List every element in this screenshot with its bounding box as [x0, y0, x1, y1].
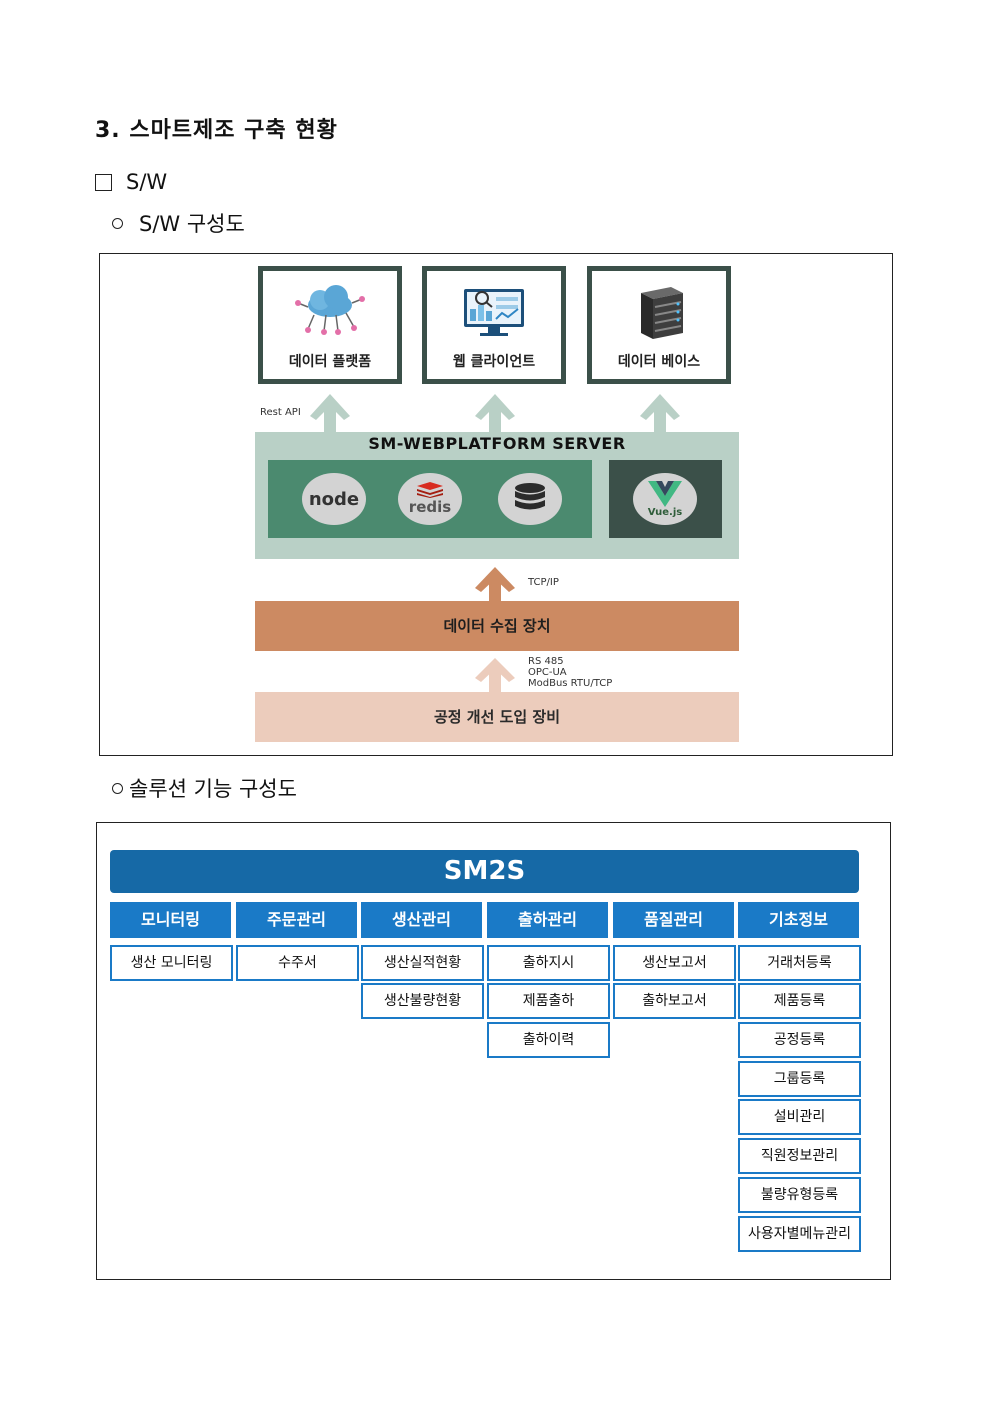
menu-item: 생산보고서: [613, 945, 736, 981]
server-rack-icon: [631, 285, 687, 345]
category-order: 주문관리: [236, 902, 357, 938]
page-heading: 3. 스마트제조 구축 현황: [95, 118, 338, 143]
menu-item: 생산불량현황: [361, 983, 484, 1019]
menu-item: 설비관리: [738, 1099, 861, 1135]
vuejs-logo: Vue.js: [633, 473, 697, 525]
sub-heading-solution-diagram: 솔루션 기능 구성도: [112, 773, 297, 803]
circle-bullet-icon: [112, 217, 123, 229]
checkbox-square-icon: [95, 173, 112, 191]
protocol-item: ModBus RTU/TCP: [528, 678, 613, 689]
menu-item: 직원정보관리: [738, 1138, 861, 1174]
category-production: 생산관리: [361, 902, 482, 938]
menu-item: 생산실적현황: [361, 945, 484, 981]
arrows-layer: [310, 394, 680, 694]
category-basic-info: 기초정보: [738, 902, 859, 938]
vue-v-icon: [648, 480, 682, 507]
category-quality: 품질관리: [613, 902, 734, 938]
menu-item: 공정등록: [738, 1022, 861, 1058]
menu-item: 제품등록: [738, 983, 861, 1019]
server-frontend-panel: Vue.js: [609, 460, 722, 538]
architecture-diagram: 데이터 플랫폼 웹 클라이언트: [99, 253, 893, 756]
menu-item: 제품출하: [487, 983, 610, 1019]
arrow-up-icon: [475, 658, 515, 694]
nodejs-logo: node: [302, 473, 366, 525]
server-title: SM-WEBPLATFORM SERVER: [368, 434, 626, 453]
menu-item: 수주서: [236, 945, 359, 981]
rest-api-label: Rest API: [260, 407, 301, 418]
category-shipping: 출하관리: [487, 902, 608, 938]
data-collector-bar: 데이터 수집 장치: [255, 601, 739, 651]
protocol-list: RS 485 OPC-UA ModBus RTU/TCP: [528, 656, 612, 689]
box-data-platform: 데이터 플랫폼: [258, 266, 402, 384]
sub-heading-sw-diagram: S/W 구성도: [112, 208, 245, 238]
redis-label: redis: [408, 498, 452, 516]
redis-logo: redis: [398, 473, 462, 525]
solution-function-diagram: SM2S 모니터링 주문관리 생산관리 출하관리 품질관리 기초정보 생산 모니…: [96, 822, 891, 1280]
menu-item: 그룹등록: [738, 1061, 861, 1097]
box-web-client: 웹 클라이언트: [422, 266, 566, 384]
protocol-item: OPC-UA: [528, 667, 567, 678]
arrow-up-icon: [310, 394, 680, 434]
menu-item: 사용자별메뉴관리: [738, 1216, 861, 1252]
box-label: 웹 클라이언트: [452, 354, 536, 370]
database-logo-icon: [498, 473, 562, 525]
menu-item: 출하보고서: [613, 983, 736, 1019]
category-monitoring: 모니터링: [110, 902, 231, 938]
box-label: 데이터 베이스: [617, 354, 701, 370]
circle-bullet-icon: [112, 782, 123, 794]
equipment-bar: 공정 개선 도입 장비: [255, 692, 739, 742]
cloud-network-icon: [294, 285, 366, 341]
arrow-up-icon: [475, 567, 515, 603]
server-block: SM-WEBPLATFORM SERVER node redis: [255, 432, 739, 559]
redis-stack-icon: [417, 482, 443, 498]
box-label: 데이터 플랫폼: [288, 354, 372, 370]
menu-item: 거래처등록: [738, 945, 861, 981]
protocol-item: RS 485: [528, 656, 564, 667]
sub-heading-label: 솔루션 기능 구성도: [129, 777, 297, 801]
sm2s-banner: SM2S: [110, 850, 859, 893]
tcp-ip-label: TCP/IP: [528, 577, 559, 588]
section-sw: S/W: [95, 170, 167, 194]
vuejs-label: Vue.js: [647, 506, 683, 518]
sub-heading-label: S/W 구성도: [139, 212, 245, 236]
box-database: 데이터 베이스: [587, 266, 731, 384]
menu-item: 출하이력: [487, 1022, 610, 1058]
section-label: S/W: [126, 170, 168, 194]
menu-item: 생산 모니터링: [110, 945, 233, 981]
server-backend-panel: node redis: [268, 460, 592, 538]
menu-item: 출하지시: [487, 945, 610, 981]
menu-item: 불량유형등록: [738, 1177, 861, 1213]
dashboard-monitor-icon: [460, 285, 528, 343]
